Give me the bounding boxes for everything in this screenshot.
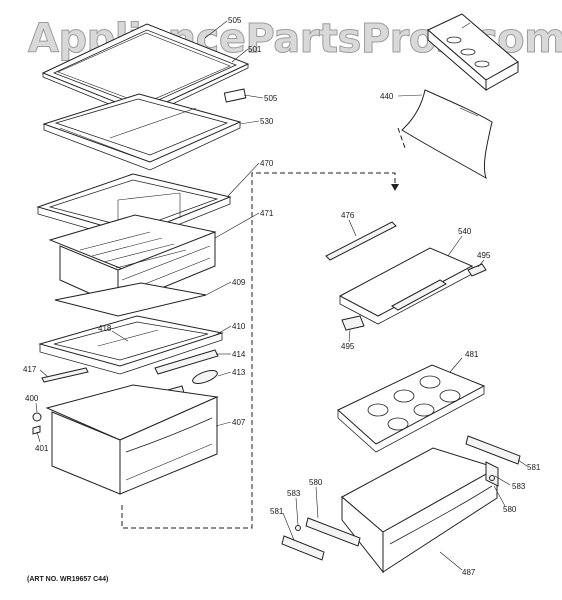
part-rail-581-right [465, 435, 521, 465]
callout-580-left: 580 [309, 478, 323, 487]
callout-407: 407 [232, 418, 246, 427]
part-drawer-487 [341, 447, 499, 574]
callout-417: 417 [23, 365, 37, 374]
part-rail-580-left [305, 517, 361, 547]
callout-487: 487 [462, 568, 476, 577]
callout-540: 540 [458, 227, 472, 236]
callout-495-upper: 495 [477, 251, 491, 260]
part-curved-door-440 [401, 89, 493, 180]
dashed-leader-440 [397, 127, 406, 149]
part-clip-495-upper [467, 263, 487, 277]
callout-413: 413 [232, 368, 246, 377]
callout-414: 414 [232, 350, 246, 359]
art-number: (ART NO. WR19657 C44) [27, 576, 108, 583]
part-shelf-frame-530 [42, 88, 247, 171]
part-clip-495-lower [341, 315, 365, 331]
part-pan-407 [45, 384, 219, 495]
part-roller-413 [192, 370, 218, 384]
part-clip-583-right [489, 475, 495, 481]
callout-410: 410 [232, 322, 246, 331]
part-rail-581-left [281, 535, 325, 561]
part-rail-580-right [485, 461, 499, 487]
leader-arrowhead [391, 184, 399, 191]
part-glass-shelf-505 [41, 23, 250, 119]
callout-530: 530 [260, 117, 274, 126]
part-strip-476 [325, 221, 397, 261]
callout-481: 481 [465, 350, 479, 359]
callout-495-lower: 495 [341, 342, 355, 351]
part-rail-414 [154, 349, 219, 375]
part-401 [32, 425, 41, 435]
part-egg-bin [427, 13, 519, 92]
part-frame-410 [38, 315, 224, 375]
part-bracket-540 [338, 247, 474, 325]
callout-400: 400 [25, 394, 39, 403]
callout-583-right: 583 [512, 482, 526, 491]
part-400 [32, 412, 42, 422]
callout-418: 418 [98, 324, 112, 333]
dashed-leader-path [121, 172, 396, 529]
callout-401: 401 [35, 444, 49, 453]
callout-476: 476 [341, 211, 355, 220]
callout-501: 501 [248, 45, 262, 54]
part-tray-481 [337, 364, 486, 453]
callout-583-left: 583 [287, 489, 301, 498]
callout-580-right: 580 [503, 505, 517, 514]
callout-471: 471 [260, 209, 274, 218]
callout-581-left: 581 [270, 507, 284, 516]
callout-470: 470 [260, 159, 274, 168]
callout-505-right: 505 [264, 94, 278, 103]
leader-lines [35, 20, 528, 571]
callout-440: 440 [380, 92, 394, 101]
part-clip-583-left [295, 525, 301, 531]
callout-labels: 505 501 505 530 470 471 409 418 410 414 … [23, 16, 541, 577]
callout-581-right: 581 [527, 463, 541, 472]
callout-409: 409 [232, 278, 246, 287]
part-rod-417 [41, 367, 89, 383]
callout-505-top: 505 [228, 16, 242, 25]
